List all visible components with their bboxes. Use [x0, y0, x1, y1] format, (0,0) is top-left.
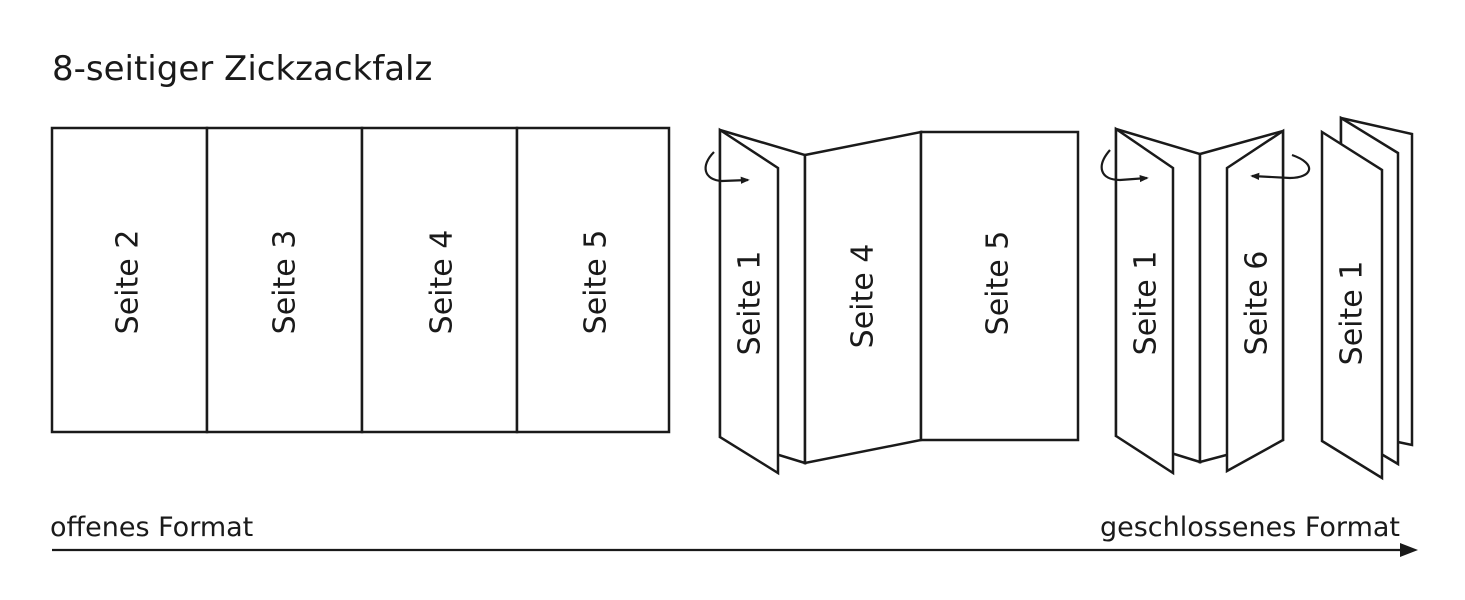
open-panel-1 [50, 126, 209, 434]
open-sheet: Seite 2 Seite 3 Seite 4 Seite 5 [50, 126, 671, 434]
open-panel-label: Seite 3 [268, 230, 303, 335]
partial-panel-seite1 [718, 127, 780, 476]
open-panel-2 [205, 126, 364, 434]
diagram-title: 8-seitiger Zickzackfalz [52, 49, 432, 89]
fold-arrow-icon [1100, 149, 1149, 183]
open-panel-4 [515, 126, 671, 434]
partial-panel-label: Seite 1 [733, 251, 768, 356]
double-panel-label: Seite 6 [1240, 251, 1275, 356]
fold-arrow-icon [1250, 153, 1311, 180]
open-panel-label: Seite 4 [425, 230, 460, 335]
axis-start-label: offenes Format [50, 512, 253, 543]
partial-panel-seite5 [919, 130, 1080, 442]
direction-arrow-head [1400, 543, 1418, 557]
axis-end-label: geschlossenes Format [1100, 512, 1400, 543]
double-panel-seite1 [1114, 126, 1175, 476]
double-fold: Seite 1 Seite 6 [1100, 126, 1311, 476]
direction-axis: offenes Format geschlossenes Format [50, 512, 1418, 557]
closed-front-panel [1320, 129, 1384, 481]
double-panel-seite6 [1225, 128, 1285, 474]
open-panel-label: Seite 2 [111, 230, 146, 335]
closed-panel-label: Seite 1 [1335, 261, 1370, 366]
partial-fold: Seite 1 Seite 4 Seite 5 [704, 127, 1080, 476]
partial-panel-label: Seite 4 [846, 244, 881, 349]
partial-panel-label: Seite 5 [981, 231, 1016, 336]
open-panel-3 [360, 126, 519, 434]
closed-format: Seite 1 [1320, 115, 1414, 481]
fold-arrow-icon [704, 151, 750, 184]
open-panel-label: Seite 5 [579, 230, 614, 335]
double-panel-label: Seite 1 [1129, 251, 1164, 356]
